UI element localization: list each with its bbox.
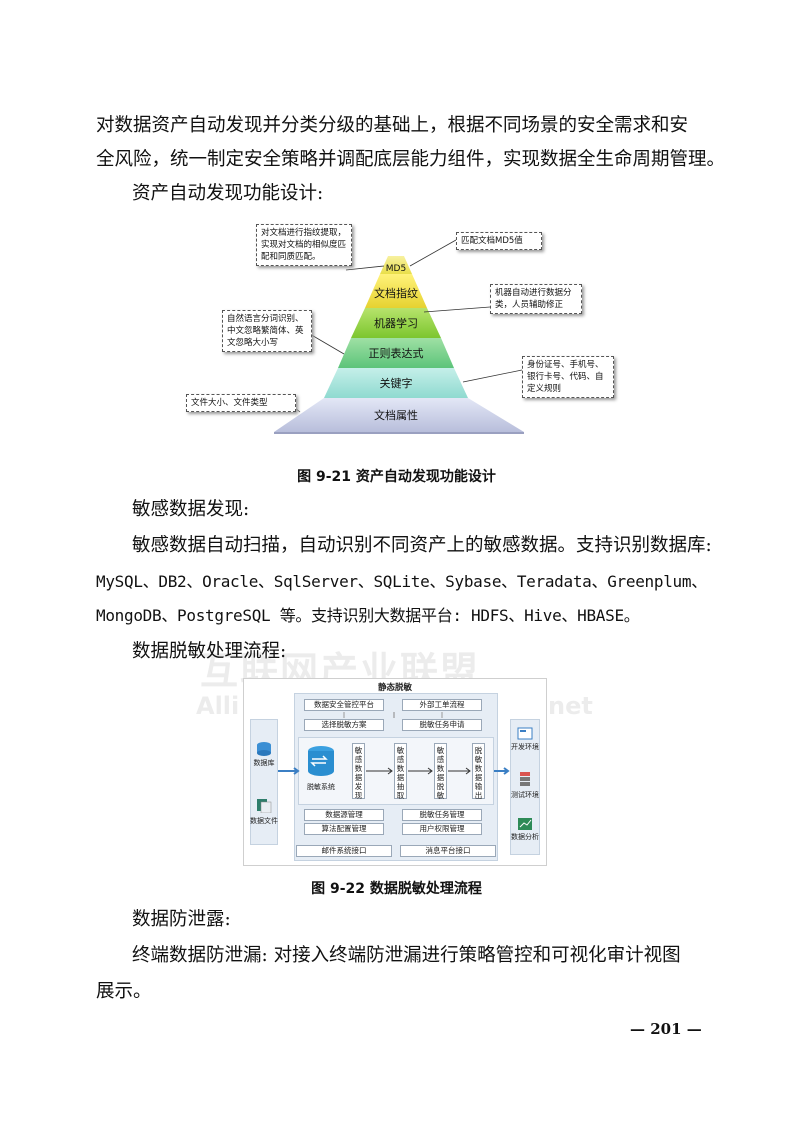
layer-label-md5: MD5 [386,264,406,274]
layer-doc-attributes [274,398,524,432]
callout-machine-learning: 机器自动进行数据分类，人员辅助修正 [490,284,582,314]
paragraph-heading: 数据防泄露: [132,909,231,930]
callout-doc-attributes: 文件大小、文件类型 [186,394,296,412]
step-desensitize: 敏感数据脱敏 [434,743,447,800]
layer-keyword [324,368,468,398]
callout-md5: 匹配文档MD5值 [456,232,542,250]
source-panel [250,719,278,845]
target-test: 测试环境 [511,791,539,799]
mgmt-tasks: 脱敏任务管理 [402,809,482,821]
interface-mail: 邮件系统接口 [296,845,392,857]
flow-arrows [278,712,510,775]
layer-label-regex: 正则表达式 [369,346,424,360]
layer-label-ml: 机器学习 [374,316,418,330]
figure-caption: 图 9-21 资产自动发现功能设计 [297,469,496,485]
watermark-text-left: Alli [196,692,240,720]
plan-select-scheme: 选择脱敏方案 [304,719,384,731]
layer-label-fingerprint: 文档指纹 [374,286,418,300]
paragraph-line: 全风险，统一制定安全策略并调配底层能力组件，实现数据全生命周期管理。 [96,149,726,170]
paragraph-heading: 资产自动发现功能设计: [132,183,324,204]
callout-fingerprint: 对文档进行指纹提取，实现对文档的相似度匹配和同质匹配。 [256,224,352,266]
test-environment-icon [520,772,530,786]
paragraph-heading: 敏感数据发现: [132,499,250,520]
source-database: 数据库 [253,759,275,767]
interface-message: 消息平台接口 [400,845,496,857]
plan-task-apply: 脱敏任务申请 [402,719,482,731]
mgmt-user-permissions: 用户权限管理 [402,823,482,835]
layer-regex [338,338,454,368]
mgmt-datasource: 数据源管理 [304,809,384,821]
layer-label-attributes: 文档属性 [374,408,418,422]
step-extract: 敏感数据抽取 [394,743,407,800]
paragraph-line: MySQL、DB2、Oracle、SqlServer、SQLite、Sybase… [96,572,707,591]
layer-doc-fingerprint [365,274,427,308]
analysis-icon [518,818,532,830]
flow-title: 静态脱敏 [377,683,412,693]
paragraph-line: 对数据资产自动发现并分类分级的基础上，根据不同场景的安全需求和安 [96,115,689,136]
step-output: 脱敏数据输出 [472,743,485,800]
layer-label-keyword: 关键字 [380,376,413,390]
desensitization-flow-figure: 静态脱敏 数据安全管控平台 外部工单流程 选择脱敏方案 脱敏任务申请 脱敏系统 … [243,678,547,866]
target-dev: 开发环境 [511,743,539,751]
target-analysis: 数据分析 [511,833,539,841]
source-file: 数据文件 [250,817,278,825]
paragraph-line: 终端数据防泄漏: 对接入终端防泄漏进行策略管控和可视化审计视图 [132,945,681,966]
paragraph-heading: 数据脱敏处理流程: [132,641,287,662]
file-icon [257,799,272,813]
system-label: 脱敏系统 [307,783,335,791]
callout-regex: 自然语言分词识别、中文忽略繁简体、英文忽略大小写 [222,310,312,352]
layer-md5 [380,256,412,274]
target-panel [510,719,540,855]
figure-caption: 图 9-22 数据脱敏处理流程 [311,881,482,897]
step-discover: 敏感数据发现 [352,743,365,800]
layer-machine-learning [351,308,441,338]
paragraph-line: 敏感数据自动扫描，自动识别不同资产上的敏感数据。支持识别数据库: [132,535,712,556]
database-cylinder-icon [308,746,334,776]
paragraph-line: 展示。 [96,981,152,1002]
input-external-ticket: 外部工单流程 [402,699,482,711]
input-security-platform: 数据安全管控平台 [304,699,384,711]
pyramid-diagram: MD5 文档指纹 机器学习 正则表达式 关键字 文档属性 [274,239,524,434]
watermark-text-right: net [548,692,593,720]
paragraph-line: MongoDB、PostgreSQL 等。支持识别大数据平台: HDFS、Hiv… [96,606,640,625]
page-number: — 201 — [630,1020,702,1038]
callout-keyword: 身份证号、手机号、银行卡号、代码、自定义规则 [522,356,614,398]
pyramid-figure: MD5 文档指纹 机器学习 正则表达式 关键字 文档属性 对文档进行指纹提取，实… [178,222,614,437]
database-icon [257,742,271,756]
mgmt-algorithms: 算法配置管理 [304,823,384,835]
dev-environment-icon [517,727,533,740]
